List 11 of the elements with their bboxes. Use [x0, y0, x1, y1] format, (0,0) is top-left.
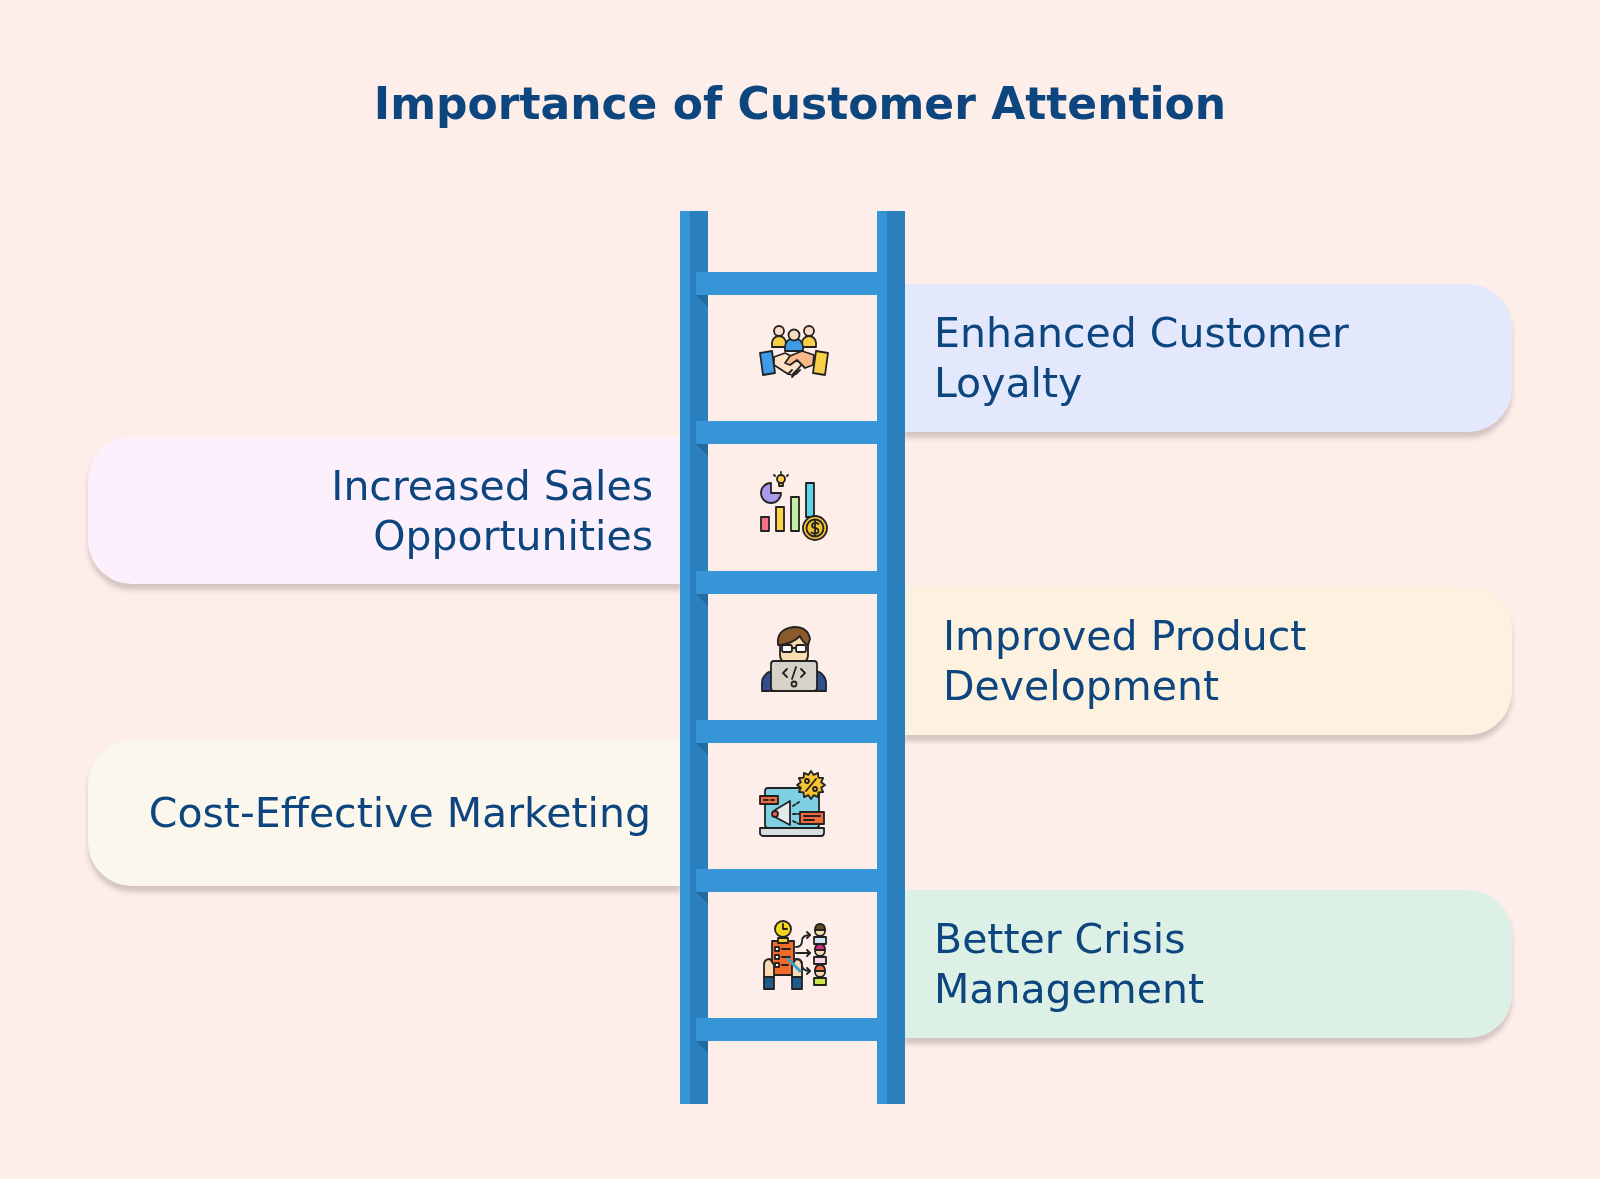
benefit-text: Cost-Effective Marketing — [148, 788, 651, 838]
benefit-text: Better Crisis Management — [934, 914, 1206, 1014]
benefit-text: Improved Product Development — [943, 611, 1308, 711]
rounded-banner — [904, 587, 1512, 735]
title: Importance of Customer Attention — [373, 78, 1227, 129]
rounded-banner — [88, 740, 681, 886]
benefit-text: Increased Sales Opportunities — [330, 460, 653, 561]
rounded-banner — [904, 890, 1512, 1038]
benefit-text: Enhanced Customer Loyalty — [934, 308, 1350, 408]
rounded-banner — [88, 437, 681, 584]
rounded-banner — [904, 284, 1512, 432]
